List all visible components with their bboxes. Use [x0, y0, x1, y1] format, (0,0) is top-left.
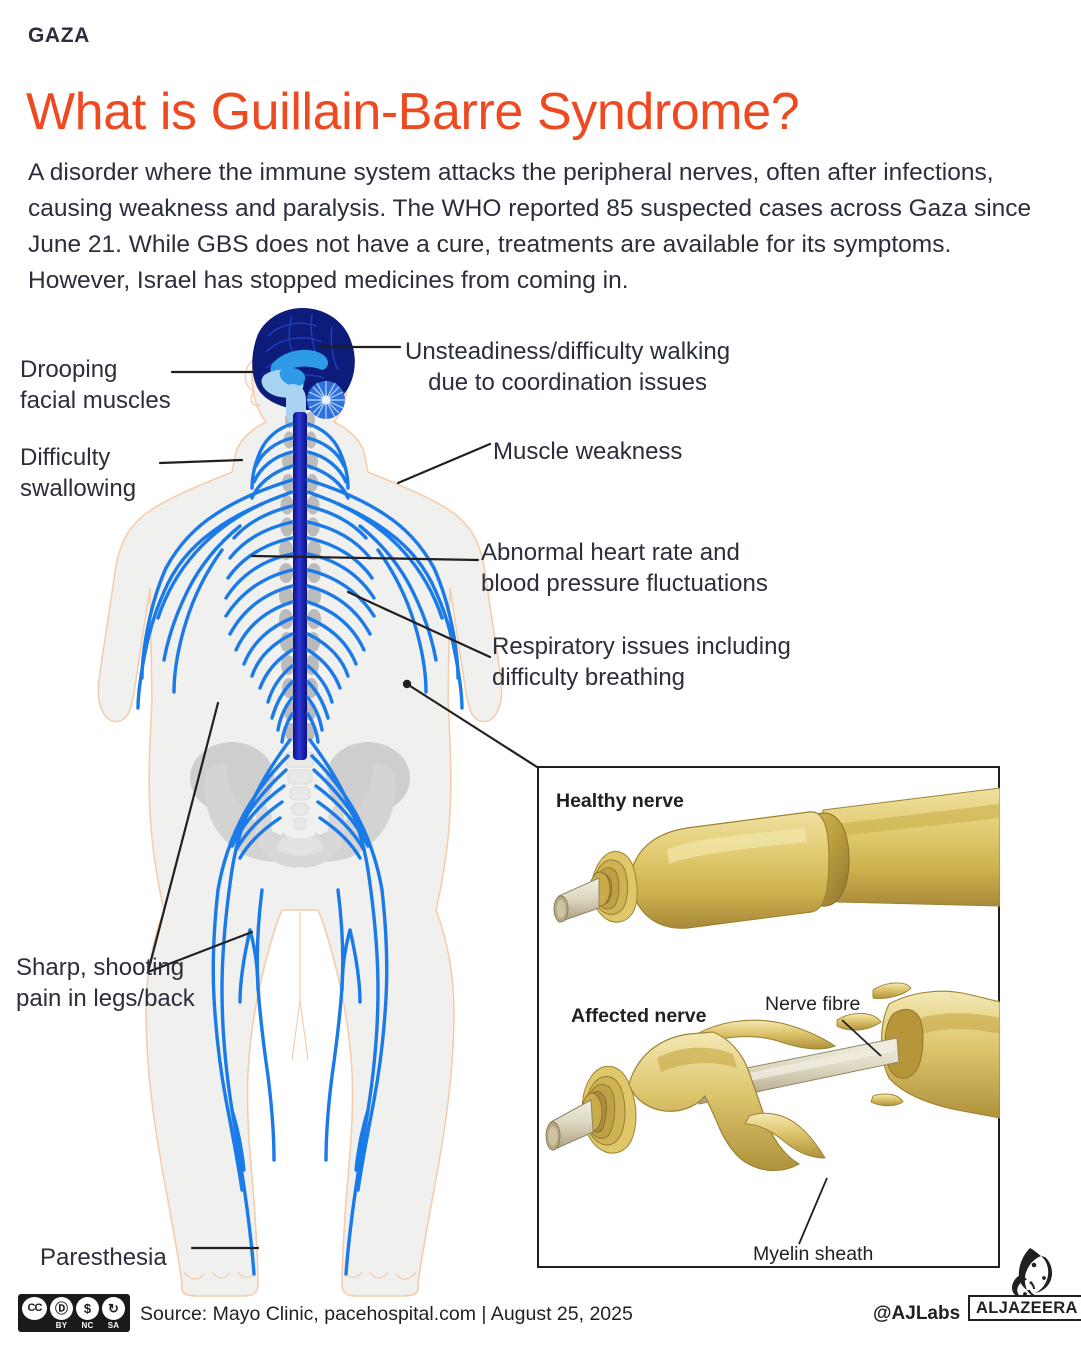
- cc-nc-icon: $: [76, 1297, 99, 1320]
- leader-lines: [146, 345, 539, 1250]
- nervous-system-figure: [97, 308, 539, 1297]
- callout-muscle-weakness: Muscle weakness: [493, 438, 683, 465]
- peripheral-nerves: [136, 422, 464, 1276]
- inset-label-myelin-sheath: Myelin sheath: [753, 1243, 874, 1265]
- pelvis-bone: [190, 742, 410, 868]
- cc-logo-icon: CC: [22, 1297, 47, 1320]
- cc-tag-row: BY NC SA: [22, 1321, 126, 1330]
- healthy-nerve-graphic: [553, 787, 1000, 929]
- leader-swallowing: [158, 458, 244, 465]
- affected-nerve-graphic: [545, 982, 1000, 1172]
- inset-leader-lines: [798, 1019, 882, 1245]
- cc-tag-cc: [22, 1321, 47, 1330]
- cc-icon-row: CC Ⓓ $ ↻: [22, 1297, 125, 1320]
- callout-unsteadiness-walking: Unsteadiness/difficulty walking due to c…: [405, 338, 731, 396]
- ajlabs-handle: @AJLabs: [873, 1303, 961, 1324]
- source-credit: Source: Mayo Clinic, pacehospital.com | …: [140, 1303, 633, 1325]
- spinal-cord: [293, 412, 307, 760]
- cc-tag-nc: NC: [81, 1321, 94, 1330]
- cc-tag-by: BY: [55, 1321, 68, 1330]
- callout-drooping-facial-muscles: Drooping facial muscles: [20, 356, 171, 414]
- leader-inset-dot: [402, 679, 412, 689]
- inset-label-healthy-nerve: Healthy nerve: [556, 790, 684, 812]
- callout-respiratory-issues: Respiratory issues including difficulty …: [492, 633, 791, 691]
- inset-label-affected-nerve: Affected nerve: [571, 1005, 707, 1027]
- cc-sa-icon: ↻: [102, 1297, 125, 1320]
- leader-heart: [250, 554, 480, 562]
- cc-tag-sa: SA: [107, 1321, 120, 1330]
- leader-nerve-fibre: [841, 1019, 882, 1057]
- inset-label-nerve-fibre: Nerve fibre: [765, 993, 861, 1015]
- cc-by-icon: Ⓓ: [50, 1297, 73, 1320]
- aljazeera-calligraphy-logo: [1012, 1248, 1053, 1297]
- standfirst-paragraph: A disorder where the immune system attac…: [28, 158, 1032, 294]
- callout-difficulty-swallowing: Difficulty swallowing: [20, 444, 137, 502]
- callout-paresthesia: Paresthesia: [40, 1244, 167, 1271]
- page-title: What is Guillain-Barre Syndrome?: [26, 82, 800, 141]
- callout-sharp-shooting-pain: Sharp, shooting pain in legs/back: [16, 954, 195, 1012]
- brain-illustration: [252, 308, 355, 426]
- leader-inset: [405, 682, 539, 769]
- leader-myelin-sheath: [798, 1177, 828, 1245]
- aljazeera-wordmark: ALJAZEERA: [968, 1295, 1081, 1321]
- callout-abnormal-heart-rate: Abnormal heart rate and blood pressure f…: [481, 539, 768, 597]
- creative-commons-badge[interactable]: CC Ⓓ $ ↻ BY NC SA: [18, 1294, 130, 1332]
- leader-muscle: [396, 442, 492, 485]
- leader-sharp: [146, 701, 254, 974]
- leader-resp: [346, 590, 492, 659]
- kicker-gaza: GAZA: [28, 24, 90, 47]
- nerve-detail-illustration: [545, 787, 1000, 1245]
